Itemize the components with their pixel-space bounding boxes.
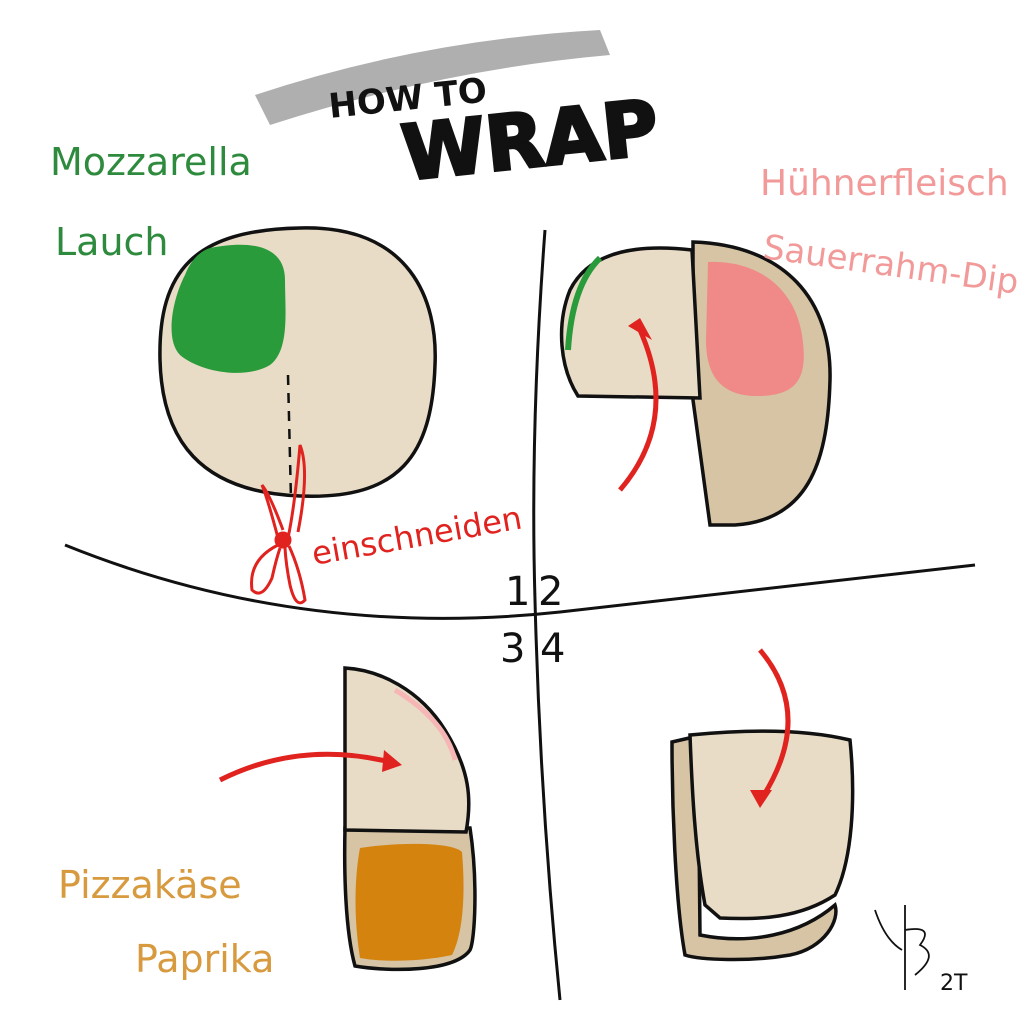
step-number-2: 2	[538, 569, 563, 615]
filling-mozzarella-lauch	[171, 244, 286, 373]
label-step1-filling-1: Mozzarella	[50, 140, 252, 184]
filling-edge-pink	[393, 687, 458, 761]
signature-text: 2T	[940, 971, 968, 996]
wrap-back-layer	[670, 733, 838, 962]
scissors-icon	[250, 444, 307, 605]
label-step3-filling-2: Paprika	[135, 937, 274, 981]
title: HOW TO WRAP	[255, 30, 664, 199]
wrap-front-layer	[688, 729, 855, 921]
cut-line	[286, 374, 293, 501]
fold-arrow-icon	[618, 328, 659, 492]
label-step3-filling-1: Pizzakäse	[58, 863, 242, 907]
step-2-tortilla	[559, 240, 832, 527]
step-3-tortilla	[218, 666, 477, 972]
step-4-wrap	[670, 648, 855, 962]
filling-huhn-dip	[706, 261, 804, 397]
step-1-tortilla	[158, 226, 437, 501]
horizontal-divider	[64, 543, 976, 620]
tortilla-stack-upper	[343, 666, 471, 834]
step-number-4: 4	[540, 626, 565, 672]
vertical-divider	[532, 229, 562, 1001]
label-step1-filling-2: Lauch	[55, 220, 169, 264]
quadrant-dividers	[64, 229, 976, 1001]
signature-scribble	[874, 905, 930, 990]
step-number-3: 3	[500, 626, 525, 672]
label-cut-action: einschneiden	[309, 499, 525, 573]
step-number-1: 1	[505, 569, 530, 615]
fold-arrow-icon-step4	[758, 648, 791, 800]
title-brush-stroke	[255, 30, 610, 125]
filling-edge-green	[565, 255, 603, 351]
label-step2-filling-1: Hühnerfleisch	[760, 163, 1009, 204]
signature: 2T	[874, 905, 968, 996]
filling-kaese-paprika	[355, 843, 464, 961]
folded-quarter	[559, 246, 702, 400]
step-numbers: 1 2 3 4	[500, 569, 565, 672]
fold-arrow-icon-step3	[218, 751, 391, 783]
